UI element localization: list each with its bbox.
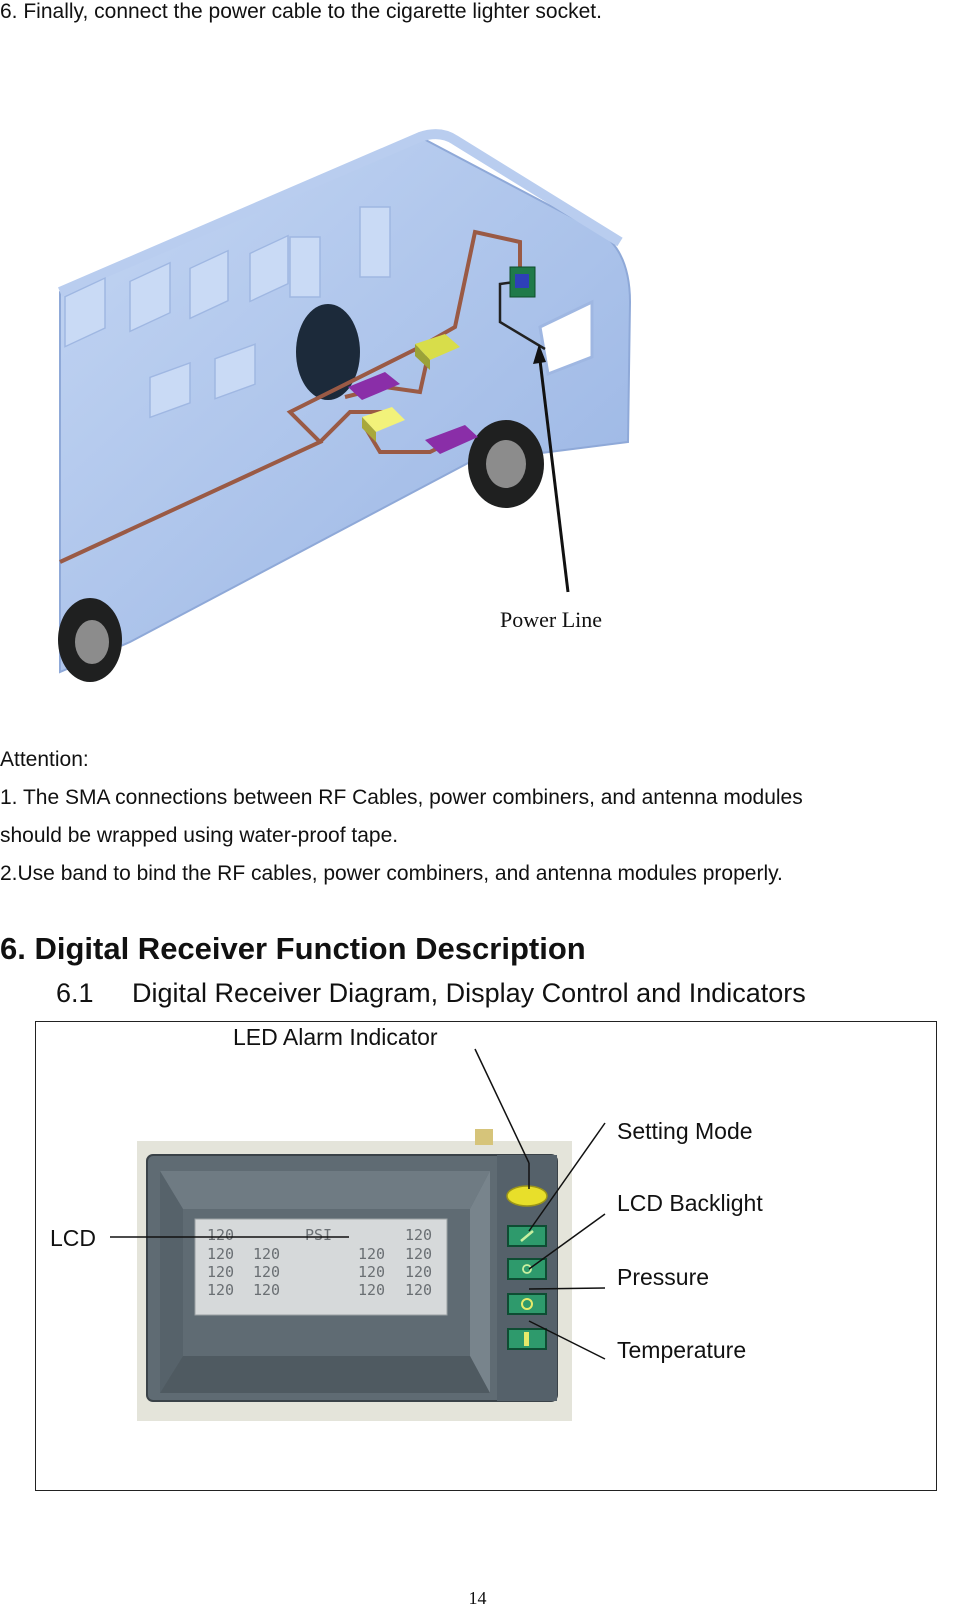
led-alarm-leader: [474, 1048, 530, 1164]
rear-window: [538, 299, 594, 377]
led-alarm-indicator: [506, 1185, 548, 1207]
lcd-value: 120: [358, 1281, 385, 1299]
power-cable: [498, 280, 546, 351]
power-combiners: [362, 334, 460, 442]
lcd-backlight-label: LCD Backlight: [617, 1190, 763, 1216]
lcd-value: 120: [207, 1245, 234, 1263]
pressure-leader: [528, 1287, 606, 1290]
receiver-diagram-frame: [35, 1021, 937, 1491]
lcd-value: 120: [405, 1245, 432, 1263]
rear-wheel-far: [296, 304, 360, 400]
wrench-icon: [520, 1230, 534, 1242]
section-heading: 6. Digital Receiver Function Description: [0, 931, 586, 966]
subsection-number: 6.1: [56, 978, 94, 1008]
pressure-button[interactable]: [507, 1293, 547, 1315]
lcd-unit: PSI: [305, 1226, 332, 1244]
lcd-value: 120: [207, 1263, 234, 1281]
lcd-value: 120: [358, 1263, 385, 1281]
lcd-screen: [194, 1218, 448, 1316]
setting-mode-button[interactable]: [507, 1225, 547, 1247]
step6-text: 6. Finally, connect the power cable to t…: [0, 0, 602, 23]
lcd-value: 120: [358, 1245, 385, 1263]
lcd-value: 120: [405, 1281, 432, 1299]
led-alarm-label: LED Alarm Indicator: [233, 1024, 438, 1050]
power-line-label: Power Line: [500, 607, 602, 632]
receiver-diagram: PSI 120 120 120 120 120 120 120 120 120 …: [50, 1024, 763, 1421]
antenna-modules: [348, 372, 478, 454]
temperature-button[interactable]: [507, 1328, 547, 1350]
lcd-value: 120: [207, 1281, 234, 1299]
lcd-value: 120: [253, 1281, 280, 1299]
lcd-backlight-button[interactable]: [507, 1258, 547, 1280]
lcd-label: LCD: [50, 1225, 96, 1251]
subsection-title: Digital Receiver Diagram, Display Contro…: [132, 978, 806, 1008]
lcd-backlight-leader: [528, 1213, 606, 1270]
setting-mode-leader: [528, 1122, 606, 1232]
pressure-icon: [521, 1298, 533, 1310]
lcd-value: 120: [253, 1263, 280, 1281]
power-line-arrow: [537, 351, 570, 593]
lcd-value: 120: [405, 1226, 432, 1244]
page-number: 14: [468, 1588, 487, 1608]
attention-note1-line1: 1. The SMA connections between RF Cables…: [0, 786, 803, 809]
attention-note2: 2.Use band to bind the RF cables, power …: [0, 862, 783, 885]
lcd-value: 120: [405, 1263, 432, 1281]
sun-icon: [522, 1264, 532, 1274]
lcd-value: 120: [253, 1245, 280, 1263]
temperature-leader: [528, 1320, 606, 1360]
attention-note1-line2: should be wrapped using water-proof tape…: [0, 824, 399, 847]
attention-heading: Attention:: [0, 748, 89, 771]
thermometer-icon: [524, 1332, 529, 1346]
temperature-label: Temperature: [617, 1337, 746, 1363]
setting-mode-label: Setting Mode: [617, 1118, 753, 1144]
bus-installation-figure: Power Line: [58, 129, 632, 682]
pressure-label: Pressure: [617, 1264, 709, 1290]
bus-windows: [64, 206, 391, 419]
lcd-value: 120: [207, 1226, 234, 1244]
